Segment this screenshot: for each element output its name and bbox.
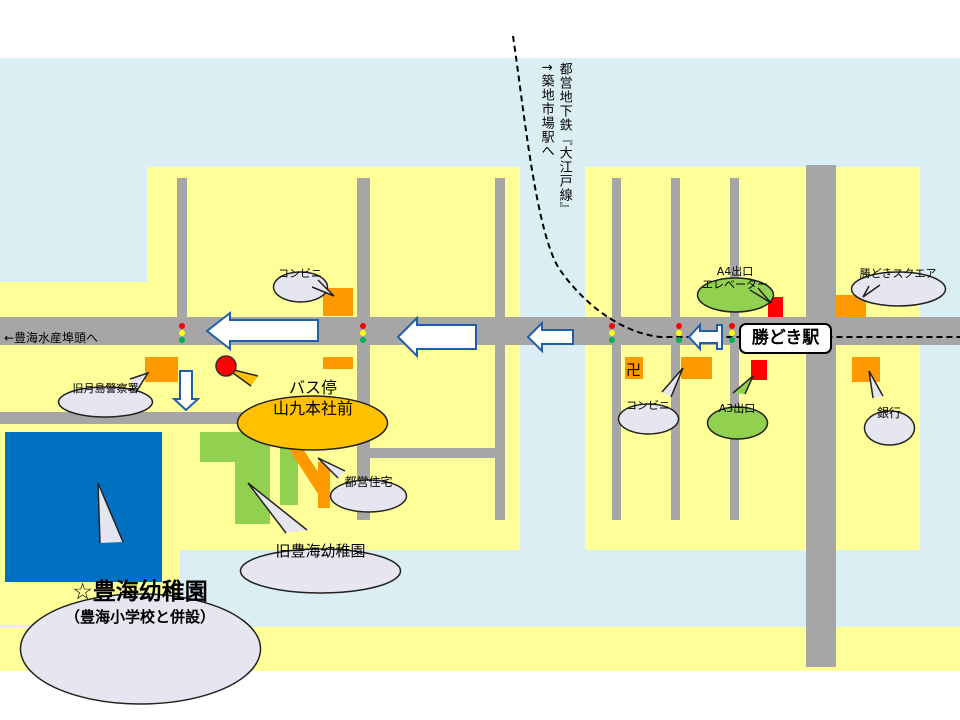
bus-stop-icon	[215, 355, 237, 377]
callout-convenience-store-west: コンビニ	[278, 267, 322, 280]
callout-shapes	[19, 271, 947, 705]
bank-marker	[852, 357, 880, 382]
callout-convenience-store-east: コンビニ	[626, 399, 670, 412]
traffic-light-icon	[179, 323, 185, 345]
road	[612, 178, 621, 520]
square-marker	[836, 295, 866, 317]
bus-stop-name: 山九本社前	[272, 399, 353, 418]
traffic-light-icon	[676, 323, 682, 345]
traffic-light-icon	[360, 323, 366, 345]
road	[806, 165, 836, 667]
callout-a3-exit: A3出口	[718, 402, 756, 415]
callout-a4-exit-line2: エレベーター	[702, 278, 768, 291]
convenience-store-east-marker	[681, 357, 712, 379]
police-station-marker	[145, 357, 178, 382]
callout-old-kindergarten: 旧豊海幼稚園	[275, 542, 366, 560]
kindergarten-note: （豊海小学校と併設）	[64, 608, 215, 626]
station-name-label: 勝どき駅	[739, 323, 832, 354]
old-kindergarten-site	[235, 432, 270, 524]
land-block-west-strip	[0, 282, 160, 317]
road	[495, 178, 505, 520]
public-housing-marker	[318, 462, 330, 508]
traffic-light-icon	[609, 323, 615, 345]
kindergarten-name: ☆豊海幼稚園	[72, 579, 208, 605]
route-arrow-south	[171, 370, 201, 412]
subway-direction-note: ↑築地市場駅へ	[538, 62, 554, 158]
callout-square: 勝どきスクエア	[859, 267, 937, 280]
a3-exit-marker	[751, 360, 767, 380]
road	[177, 178, 187, 318]
kindergarten-building	[5, 432, 162, 582]
subway-line-note: 都営地下鉄『大江戸線』	[556, 62, 572, 216]
callout-a4-exit-line1: A4出口	[716, 265, 754, 278]
road	[730, 178, 739, 520]
temple-marker	[625, 357, 643, 379]
traffic-light-icon	[729, 323, 735, 345]
callout-public-housing: 都営住宅	[344, 475, 393, 489]
a4-exit-marker	[768, 297, 783, 317]
west-direction-label: ←豊海水産埠頭へ	[4, 331, 99, 345]
callout-bank: 銀行	[876, 406, 901, 420]
bus-stop-label: バス停	[288, 378, 337, 397]
subway-line-path	[512, 35, 960, 338]
road	[370, 448, 495, 458]
road	[671, 178, 680, 520]
callout-police-station: 旧月島警察署	[72, 382, 139, 395]
marker	[323, 357, 353, 369]
route-arrow-west	[205, 310, 723, 359]
temple-symbol: 卍	[626, 361, 642, 379]
